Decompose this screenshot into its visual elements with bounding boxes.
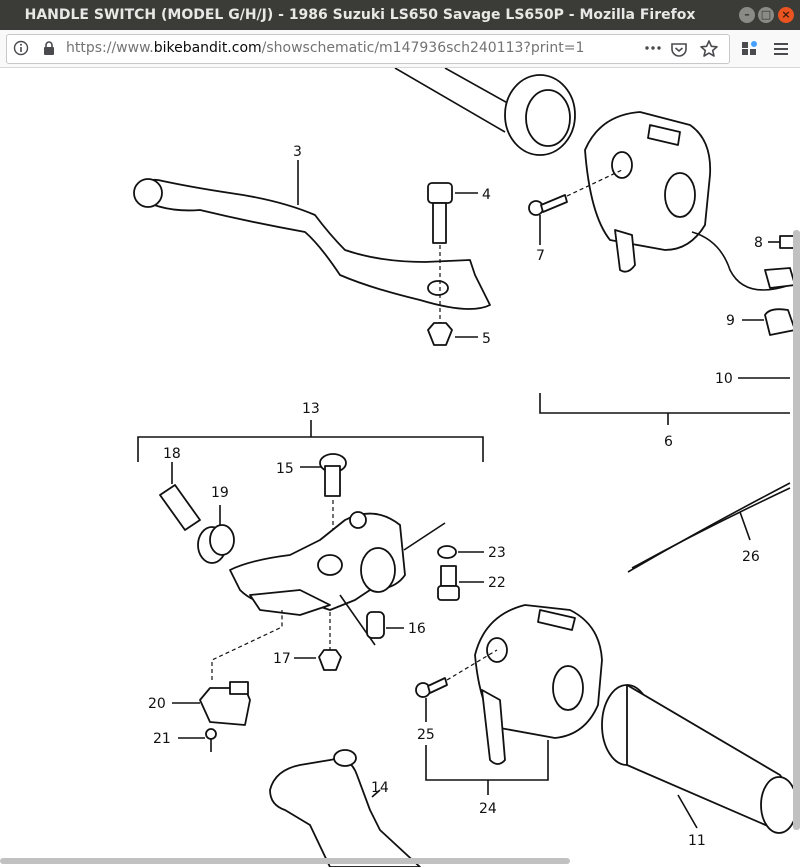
housing-screw-drawing (528, 169, 623, 245)
right-switch-housing-drawing (584, 111, 791, 291)
maximize-button[interactable]: □ (758, 7, 774, 23)
callout-5: 5 (482, 331, 491, 347)
pocket-icon[interactable] (670, 40, 688, 58)
clutch-lever-drawing (269, 749, 421, 867)
callout-18: 18 (163, 446, 181, 462)
callout-9: 9 (726, 313, 735, 329)
bookmark-star-icon[interactable] (699, 39, 719, 59)
pivot-pin-drawing (300, 453, 347, 550)
minimize-button[interactable]: – (739, 7, 755, 23)
collar-drawing (366, 611, 404, 639)
close-button[interactable]: × (778, 7, 794, 23)
part-9-drawing (764, 308, 796, 336)
nut-17-drawing (294, 612, 342, 671)
callout-25: 25 (417, 727, 435, 743)
callout-8: 8 (754, 235, 763, 251)
lock-icon[interactable] (41, 40, 57, 56)
front-brake-lever-drawing (133, 178, 491, 310)
washer-drawing (437, 545, 484, 559)
bracket-13 (137, 436, 484, 462)
page-content: 3 4 5 6 7 8 9 10 11 13 14 15 16 17 18 19… (0, 68, 800, 867)
bracket-6 (539, 393, 790, 414)
callout-20: 20 (148, 696, 166, 712)
callout-22: 22 (488, 575, 506, 591)
url-path: /showschematic/m147936sch240113?print=1 (261, 40, 585, 56)
callout-13: 13 (302, 401, 320, 417)
callout-19: 19 (211, 485, 229, 501)
top-grip-drawing (394, 68, 576, 156)
right-grip-drawing (601, 684, 798, 834)
pivot-bolt-drawing (427, 182, 478, 325)
window-titlebar: HANDLE SWITCH (MODEL G/H/J) - 1986 Suzuk… (0, 0, 800, 30)
callout-15: 15 (276, 461, 294, 477)
callout-16: 16 (408, 621, 426, 637)
clutch-switch-drawing (172, 610, 283, 752)
horizontal-scrollbar[interactable] (0, 858, 570, 864)
switch-screw-drawing (415, 649, 549, 795)
info-icon[interactable] (13, 40, 29, 56)
adjuster-nut-drawing (197, 505, 235, 564)
callout-21: 21 (153, 731, 171, 747)
url-domain: bikebandit.com (153, 40, 262, 56)
switch-bracket-drawing (764, 267, 796, 289)
throttle-cable-drawing (627, 482, 791, 573)
callout-4: 4 (482, 187, 491, 203)
callout-3: 3 (293, 144, 302, 160)
callout-24: 24 (479, 801, 497, 817)
navigation-toolbar: https://www.bikebandit.com/showschematic… (0, 30, 800, 68)
extensions-icon[interactable] (740, 40, 758, 58)
url-prefix: https://www. (66, 40, 154, 56)
callout-17: 17 (273, 651, 291, 667)
url-bar[interactable]: https://www.bikebandit.com/showschematic… (6, 34, 730, 64)
window-title: HANDLE SWITCH (MODEL G/H/J) - 1986 Suzuk… (24, 7, 696, 23)
lever-nut-drawing (427, 322, 478, 346)
callout-26: 26 (742, 549, 760, 565)
url-text[interactable]: https://www.bikebandit.com/showschematic… (66, 40, 584, 56)
part-8-drawing (779, 235, 795, 249)
clutch-lever-holder-drawing (229, 511, 446, 646)
callout-10: 10 (715, 371, 733, 387)
parts-schematic: 3 4 5 6 7 8 9 10 11 13 14 15 16 17 18 19… (133, 68, 798, 867)
left-switch-housing-drawing (474, 604, 603, 765)
page-actions-icon[interactable] (643, 40, 663, 56)
callout-23: 23 (488, 545, 506, 561)
callout-14: 14 (371, 780, 389, 796)
hamburger-menu-icon[interactable] (772, 40, 790, 58)
callout-11: 11 (688, 833, 706, 849)
callout-7: 7 (536, 248, 545, 264)
callout-6: 6 (664, 434, 673, 450)
vertical-scrollbar[interactable] (793, 230, 800, 830)
adjuster-drawing (159, 462, 201, 531)
bolt-22-drawing (437, 565, 484, 601)
